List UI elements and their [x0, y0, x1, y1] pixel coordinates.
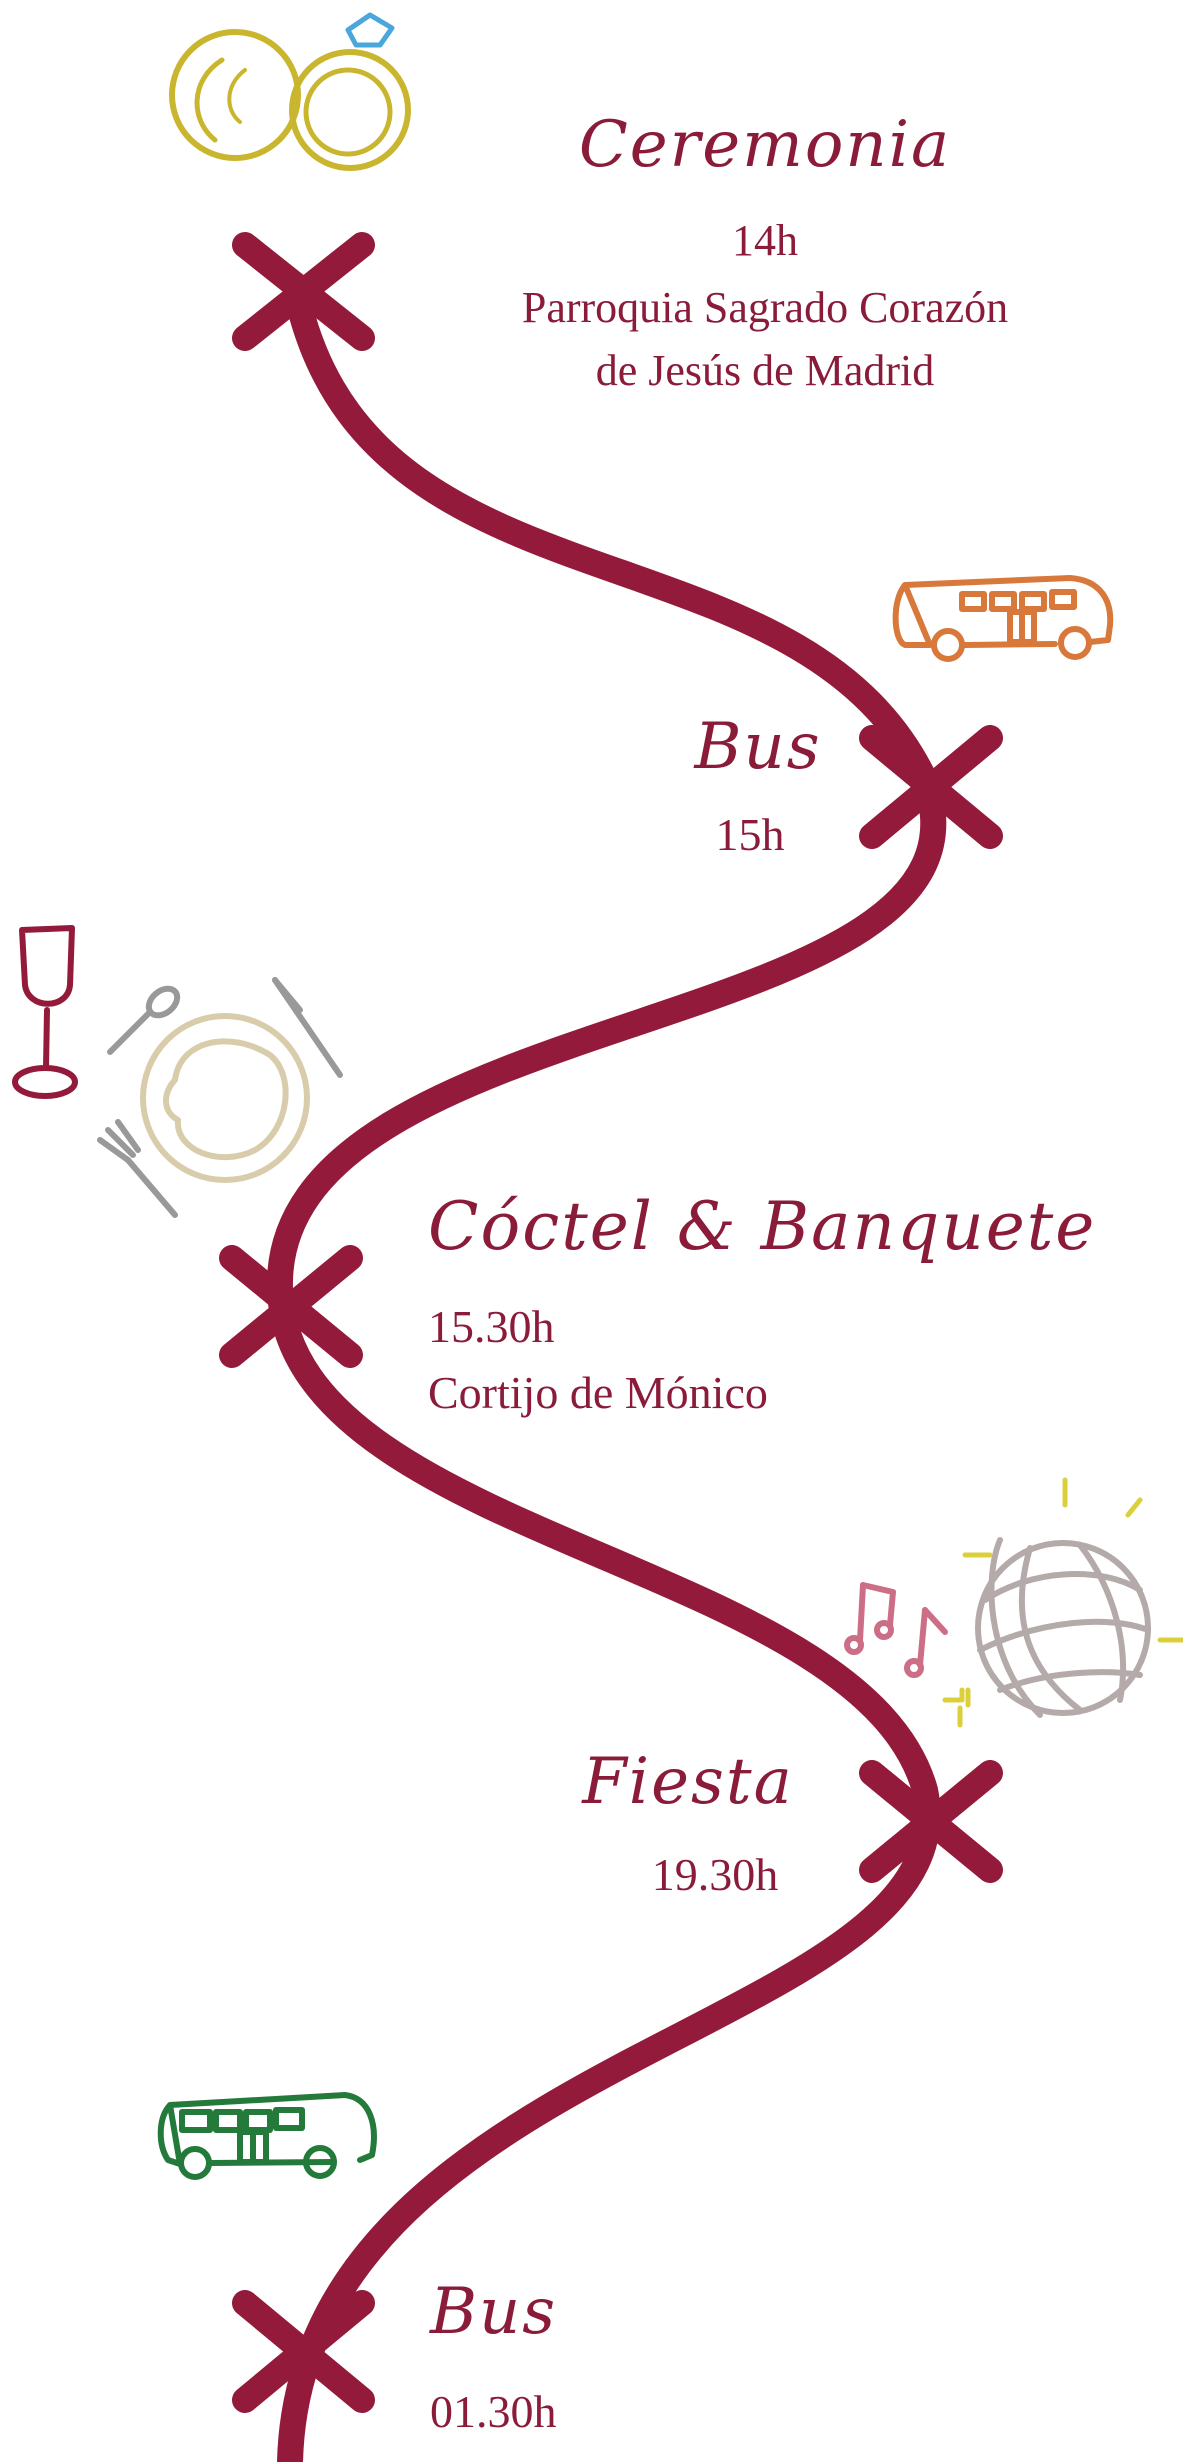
bus-2-title: Bus — [430, 2275, 558, 2349]
ceremonia-venue-line2: de Jesús de Madrid — [595, 346, 935, 395]
disco-ball-icon — [844, 1477, 1183, 1728]
stop-marker-ceremonia — [232, 232, 375, 351]
dinner-icon — [12, 925, 343, 1218]
rings-icon — [169, 12, 411, 171]
banquete-title: Cóctel & Banquete — [428, 1188, 1097, 1265]
ceremonia-venue-line1: Parroquia Sagrado Corazón — [521, 283, 1009, 332]
bus-icon-green — [157, 2092, 377, 2180]
ceremonia-time: 14h — [732, 216, 798, 265]
bus-1-title: Bus — [694, 710, 822, 784]
stop-marker-banquete — [219, 1245, 363, 1368]
bus-icon — [892, 575, 1114, 662]
bus-2-time: 01.30h — [430, 2386, 557, 2437]
stop-marker-bus-2 — [232, 2290, 375, 2413]
banquete-time: 15.30h — [428, 1301, 555, 1352]
banquete-venue: Cortijo de Mónico — [428, 1367, 768, 1418]
ceremonia-title: Ceremonia — [578, 108, 952, 182]
fiesta-time: 19.30h — [651, 1849, 779, 1900]
fiesta-title: Fiesta — [582, 1745, 794, 1819]
bus-1-time: 15h — [715, 809, 785, 860]
stop-marker-bus-1 — [859, 725, 1003, 849]
stop-marker-fiesta — [859, 1760, 1003, 1883]
